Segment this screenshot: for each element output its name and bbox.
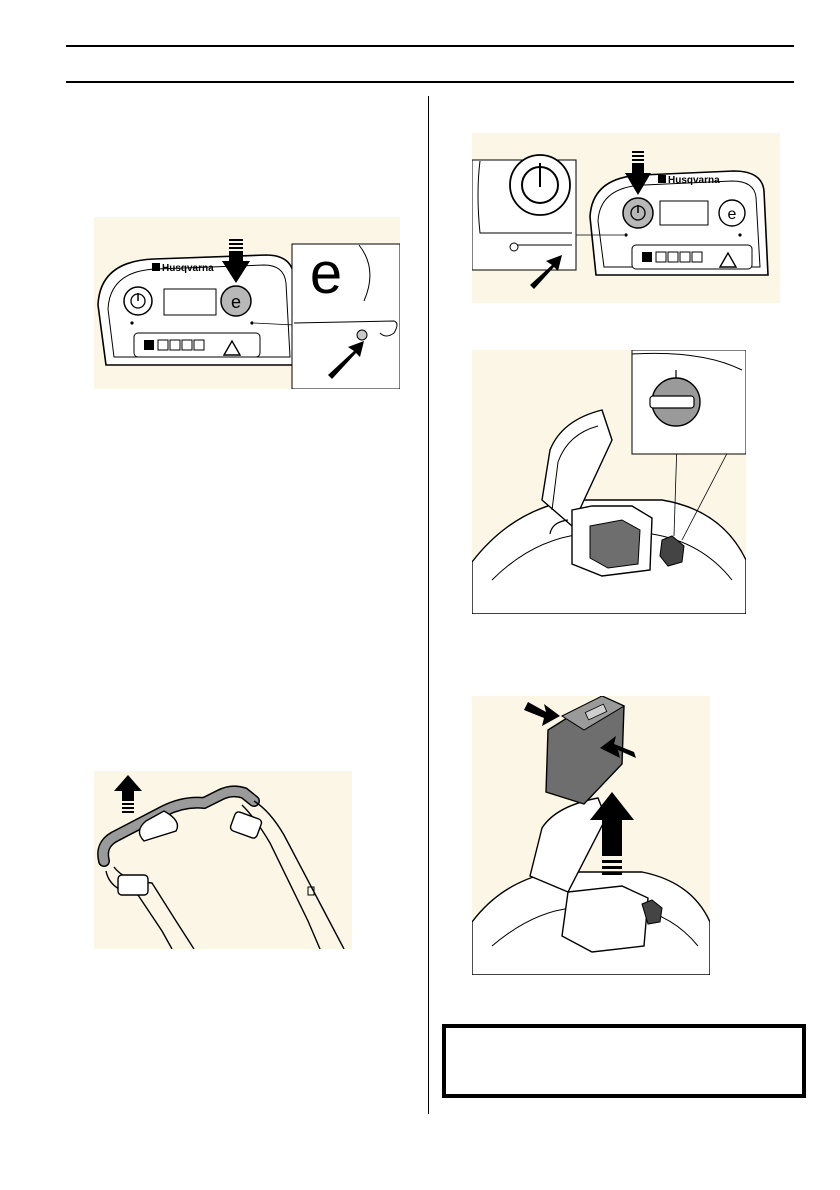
eco-button-label-small: e: [728, 206, 737, 223]
eco-button-inset: [292, 244, 400, 389]
brand-label: Husqvarna: [668, 175, 720, 186]
figure-remove-battery: [472, 696, 710, 975]
eco-button-icon: e: [719, 200, 745, 226]
eco-button-label: e: [231, 292, 241, 312]
brand-label: Husqvarna: [162, 263, 214, 274]
brand-logo-icon: [152, 263, 160, 271]
warning-box: [442, 1024, 806, 1098]
battery-pack: [590, 520, 640, 568]
remove-battery-illustration: [472, 696, 710, 975]
indicator-led: [357, 330, 367, 340]
column-divider: [428, 96, 429, 1114]
press-arrow-left-icon: [524, 702, 560, 726]
up-arrow-icon: [114, 775, 142, 813]
figure-eco-button: Husqvarna e e: [94, 217, 400, 389]
brand-logo-icon: [658, 175, 666, 183]
battery-cover-illustration: [472, 350, 746, 614]
figure-handle-lift: [94, 771, 352, 949]
eco-button: e: [221, 286, 251, 316]
power-button-illustration: Husqvarna e: [472, 133, 780, 303]
battery-icon: [144, 340, 154, 350]
header-rule-top: [66, 45, 794, 47]
header-rule-bottom: [66, 81, 794, 83]
eco-button-illustration: Husqvarna e e: [94, 217, 400, 389]
battery-icon: [642, 252, 652, 262]
figure-power-button: Husqvarna e: [472, 133, 780, 303]
handle-illustration: [94, 771, 352, 949]
figure-battery-cover: [472, 350, 746, 614]
eco-inset-label: e: [310, 241, 342, 306]
power-button-icon: [124, 287, 152, 315]
power-button: [623, 198, 653, 228]
